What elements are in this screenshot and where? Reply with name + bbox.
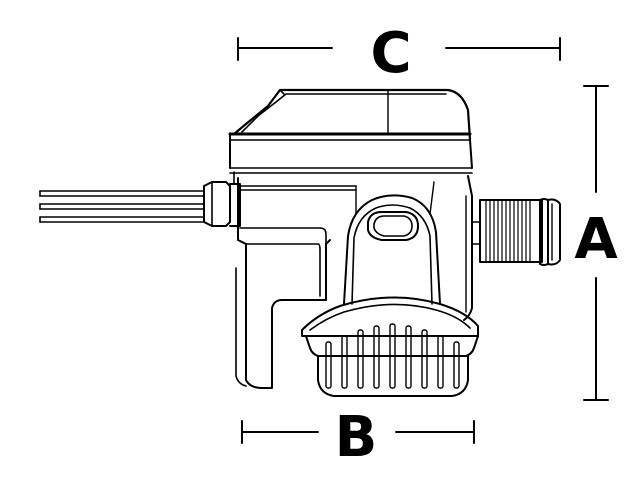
outlet-thread — [485, 200, 531, 262]
dimension-c: C — [237, 21, 561, 86]
strainer-base — [301, 296, 479, 397]
pump-cap — [228, 88, 473, 174]
cable-gland — [203, 171, 241, 227]
dimension-c-label: C — [370, 21, 411, 86]
outlet-port — [471, 198, 561, 266]
strainer-slots — [325, 323, 460, 389]
dimension-b: B — [241, 405, 475, 470]
power-wires — [39, 190, 205, 223]
dimension-b-label: B — [335, 405, 378, 470]
dimension-a: A — [574, 85, 618, 401]
bilge-pump-drawing — [39, 88, 561, 397]
float-housing — [343, 181, 441, 305]
pump-body — [235, 175, 473, 389]
dimension-a-label: A — [574, 207, 618, 272]
